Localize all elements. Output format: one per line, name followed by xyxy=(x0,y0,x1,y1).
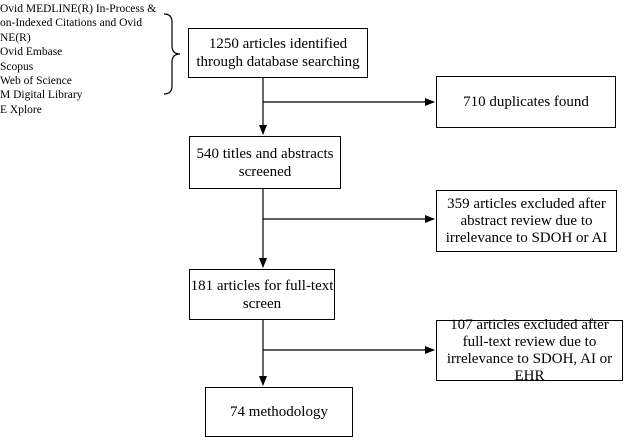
source-item: NE(R) xyxy=(0,31,31,44)
box-fulltext: 181 articles for full-text screen xyxy=(189,269,335,320)
source-item: Scopus xyxy=(0,60,34,73)
box-excluded-fulltext: 107 articles excluded after full-text re… xyxy=(436,317,623,384)
box-excluded-abstract: 359 articles excluded after abstract rev… xyxy=(436,190,617,252)
box-final: 74 methodology xyxy=(205,387,353,437)
database-source-list: Ovid MEDLINE(R) In-Process & on-Indexed … xyxy=(0,2,170,117)
sources-brace xyxy=(163,13,181,95)
source-item: Web of Science xyxy=(0,74,72,87)
box-screened: 540 titles and abstracts screened xyxy=(189,136,341,189)
source-item: Ovid Embase xyxy=(0,46,63,59)
source-item: Ovid MEDLINE(R) In-Process & xyxy=(0,3,157,15)
source-item: E Xplore xyxy=(0,103,42,116)
source-item: M Digital Library xyxy=(0,89,83,102)
source-item: on-Indexed Citations and Ovid xyxy=(0,17,143,30)
box-duplicates: 710 duplicates found xyxy=(436,76,616,128)
box-identified: 1250 articles identified through databas… xyxy=(188,28,368,78)
